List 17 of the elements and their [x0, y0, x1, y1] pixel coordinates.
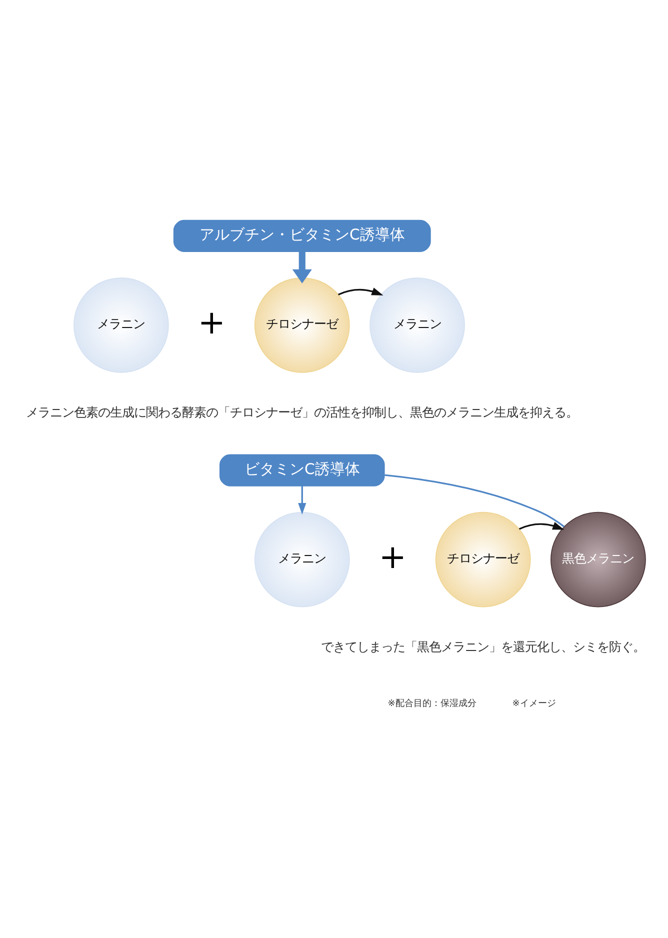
connector: [384, 474, 565, 527]
label: +: [378, 536, 406, 576]
label: +: [198, 302, 226, 341]
arrow: [518, 521, 564, 530]
node-circle: チロシナーゼ: [254, 276, 350, 372]
label: できてしまった「黒色メラニン」を還元化し、シミを防ぐ。: [321, 639, 646, 654]
label: ※イメージ: [512, 698, 556, 709]
node-box: ビタミンC誘導体: [219, 454, 385, 486]
label: ※配合目的：保湿成分: [388, 698, 476, 709]
arrow: [338, 287, 384, 295]
label: メラニン色素の生成に関わる酵素の「チロシナーゼ」の活性を抑制し、黒色のメラニン生成を抑える。: [26, 404, 578, 419]
node-circle: メラニン: [254, 511, 350, 607]
node-circle: メラニン: [73, 276, 169, 372]
node-circle: チロシナーゼ: [435, 511, 531, 607]
arrow: [292, 251, 312, 283]
node-box: アルブチン・ビタミンC誘導体: [173, 219, 431, 252]
arrow: [298, 486, 306, 514]
